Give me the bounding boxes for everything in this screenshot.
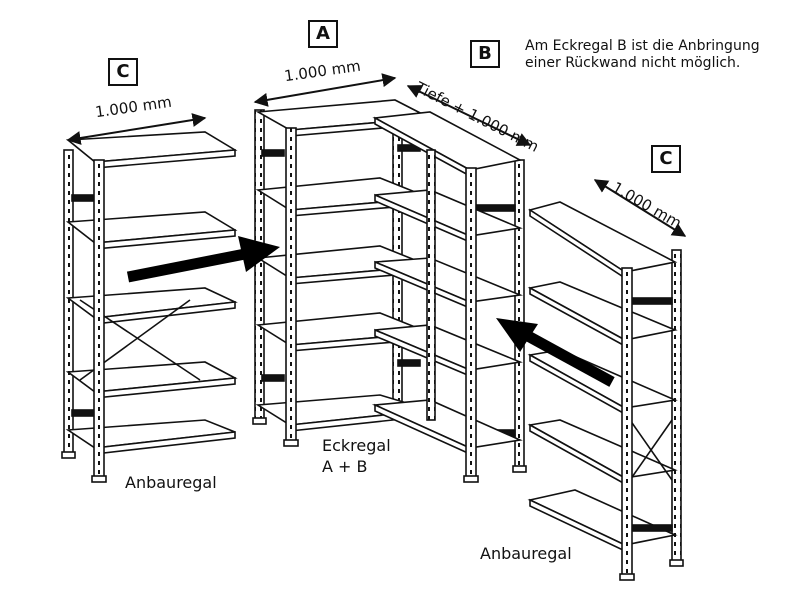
corner-shelving-unit (252, 99, 527, 483)
caption-center-1: Eckregal (322, 436, 391, 455)
shelf-left-4 (65, 361, 238, 399)
shelf-b-3 (374, 257, 524, 310)
arrow-left-icon (496, 318, 615, 387)
note-text: Am Eckregal B ist die Anbringung einer R… (525, 38, 760, 72)
shelf-b-4 (374, 324, 523, 378)
shelf-left-3 (65, 287, 238, 325)
shelf-right-2 (527, 281, 678, 348)
note-line-2: einer Rückwand nicht möglich. (525, 55, 741, 71)
shelf-b-2 (374, 189, 523, 244)
label-box-b: B (470, 40, 500, 68)
note-line-1: Am Eckregal B ist die Anbringung (525, 38, 760, 54)
dimension-arrow-depth (406, 85, 532, 146)
arrow-right-icon (126, 236, 280, 283)
label-box-a: A (308, 20, 338, 48)
shelf-right-4 (527, 419, 678, 486)
shelving-unit-right (527, 201, 684, 581)
dimension-arrow-right (593, 179, 687, 237)
shelf-left-5 (65, 419, 236, 455)
caption-center-2: A + B (322, 457, 368, 476)
shelf-right-5 (527, 489, 678, 553)
dimension-arrow-left (66, 113, 207, 145)
shelf-right-1 (528, 201, 678, 280)
caption-left: Anbauregal (125, 473, 217, 492)
shelf-left-2 (65, 211, 238, 250)
shelving-unit-left (61, 131, 238, 483)
label-box-c-right: C (651, 145, 681, 173)
dimension-arrow-center (253, 73, 397, 107)
label-box-c-left: C (108, 58, 138, 86)
shelf-b-5 (371, 399, 523, 456)
caption-right: Anbauregal (480, 544, 572, 563)
shelf-left-1 (65, 131, 238, 169)
